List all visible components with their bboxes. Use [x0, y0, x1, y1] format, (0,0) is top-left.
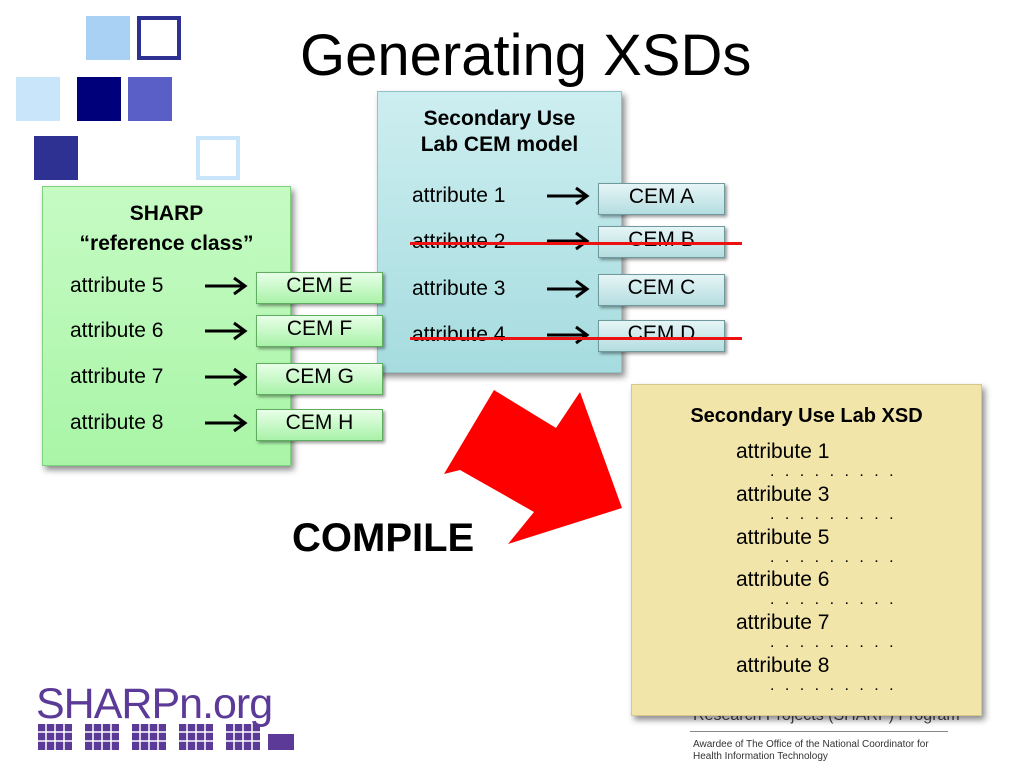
- sharpn-logo: SHARPn.org: [36, 680, 273, 728]
- decor-square: [34, 136, 78, 180]
- xsd-dots: . . . . . . . . .: [770, 463, 897, 480]
- slide-title: Generating XSDs: [300, 23, 752, 88]
- xsd-dots: . . . . . . . . .: [770, 634, 897, 651]
- right-arrow-icon: [547, 279, 590, 299]
- secondary-attribute-2: attribute 2: [412, 230, 505, 254]
- xsd-attribute-7: attribute 7: [736, 611, 830, 634]
- xsd-attribute-6: attribute 6: [736, 568, 830, 591]
- sharp-heading-line2: “reference class”: [79, 232, 254, 255]
- right-arrow-icon: [547, 231, 590, 251]
- xsd-attribute-1: attribute 1: [736, 440, 830, 463]
- cem-f-box: CEM F: [256, 315, 383, 347]
- right-arrow-icon: [205, 413, 248, 433]
- footer-divider: [690, 731, 948, 732]
- xsd-heading: Secondary Use Lab XSD: [690, 405, 923, 427]
- decor-square: [77, 77, 121, 121]
- sharp-attribute-5: attribute 5: [70, 274, 164, 297]
- award-line-2: Health Information Technology: [693, 751, 828, 762]
- secondary-heading-line2: Lab CEM model: [420, 133, 579, 156]
- decor-square-outline: [196, 136, 240, 180]
- cem-c-box: CEM C: [598, 274, 725, 306]
- xsd-attribute-3: attribute 3: [736, 483, 830, 506]
- sharp-attribute-6: attribute 6: [70, 319, 164, 342]
- xsd-dots: . . . . . . . . .: [770, 591, 897, 608]
- right-arrow-icon: [547, 186, 590, 206]
- right-arrow-icon: [205, 367, 248, 387]
- cem-a-box: CEM A: [598, 183, 725, 215]
- xsd-attribute-8: attribute 8: [736, 654, 830, 677]
- strike-line-attribute-2: [410, 242, 742, 245]
- sharp-attribute-7: attribute 7: [70, 365, 164, 388]
- cem-e-box: CEM E: [256, 272, 383, 304]
- right-arrow-icon: [205, 321, 248, 341]
- secondary-attribute-3: attribute 3: [412, 277, 506, 300]
- secondary-attribute-1: attribute 1: [412, 184, 506, 207]
- right-arrow-icon: [205, 276, 248, 296]
- award-line-1: Awardee of The Office of the National Co…: [693, 739, 929, 750]
- decor-square: [16, 77, 60, 121]
- xsd-attribute-5: attribute 5: [736, 526, 830, 549]
- cem-h-box: CEM H: [256, 409, 383, 441]
- compile-label: COMPILE: [292, 516, 475, 560]
- secondary-attribute-4: attribute 4: [412, 323, 506, 346]
- right-arrow-icon: [547, 325, 590, 345]
- decor-square: [128, 77, 172, 121]
- xsd-dots: . . . . . . . . .: [770, 506, 897, 523]
- logo-grid-icon: [38, 724, 294, 750]
- sharp-attribute-8: attribute 8: [70, 411, 164, 434]
- secondary-use-cem-panel: Secondary Use Lab CEM model: [377, 91, 622, 373]
- decor-square-outline: [137, 16, 181, 60]
- secondary-heading-line1: Secondary Use: [423, 107, 576, 130]
- xsd-dots: . . . . . . . . .: [770, 549, 897, 566]
- sharp-heading-line1: SHARP: [129, 202, 204, 225]
- cem-g-box: CEM G: [256, 363, 383, 395]
- compile-arrow-icon: [444, 390, 622, 544]
- cem-d-box: CEM D: [598, 320, 725, 352]
- strike-line-attribute-4: [410, 337, 742, 340]
- decor-square: [86, 16, 130, 60]
- secondary-use-lab-xsd-panel: Secondary Use Lab XSD: [631, 384, 982, 716]
- xsd-dots: . . . . . . . . .: [770, 677, 897, 694]
